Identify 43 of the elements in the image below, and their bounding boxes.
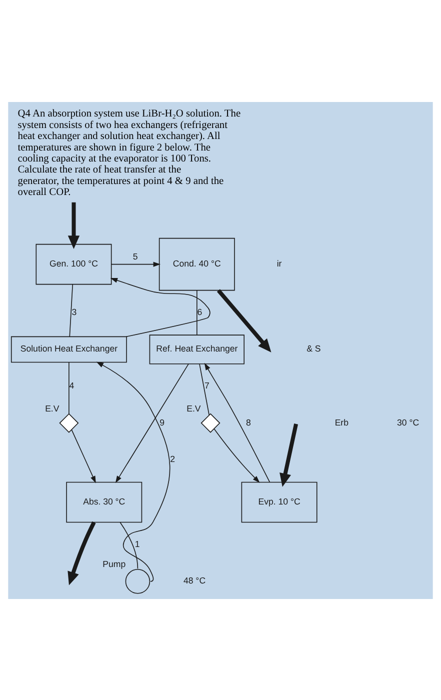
connector [120, 522, 138, 568]
arrow [71, 428, 96, 483]
label: Erb [334, 416, 348, 427]
edge-label: 3 [72, 306, 77, 316]
edge-label: 9 [160, 416, 165, 427]
connector [68, 362, 70, 414]
label: 30 °C [397, 416, 420, 427]
arrow [96, 361, 170, 582]
connector [199, 363, 210, 415]
arrow [204, 362, 270, 482]
arrow [214, 428, 260, 482]
node-box: Abs. 30 °C [66, 481, 142, 522]
node-label: E.V [45, 402, 60, 413]
node-circle [125, 568, 150, 594]
node-valve [59, 412, 79, 432]
node-box: Ref. Heat Exchanger [149, 334, 244, 364]
label: ir [276, 258, 282, 268]
node-box: Gen. 100 °C [36, 243, 112, 284]
edge-label: 1 [134, 538, 140, 548]
node-label: Pump [102, 558, 126, 568]
node-valve [200, 412, 220, 432]
arrow [110, 277, 210, 337]
label: & S [306, 343, 321, 354]
node-box: Evp. 10 °C [241, 481, 318, 522]
edge-label: 2 [170, 454, 175, 464]
node-box: Cond. 40 °C [158, 237, 235, 290]
connector [69, 284, 74, 337]
edge-label: 5 [132, 250, 138, 261]
diagram-title: Q4 An absorption system use LiBr-H₂O solution. The system consists of two hea exchangers (refrigerant heat exchanger and solution heat exchanger). All temperatures are shown in figure 2 below. The cooling capacity at the evaporator is 100 Tons. Calculate the rate of heat transfer at the generator, the temperatures at point 4 & 9 and the overall COP. [18, 108, 241, 198]
arrow [216, 288, 272, 352]
label: 48 °C [183, 575, 206, 586]
arrow [68, 202, 80, 248]
edge-label: 7 [204, 380, 210, 390]
edge-label: 4 [69, 380, 74, 390]
node-box: Solution Heat Exchanger [10, 336, 127, 362]
arrow [280, 422, 298, 486]
arrow [110, 261, 161, 266]
edge-label: 8 [246, 416, 251, 427]
arrow [68, 520, 96, 585]
connector [196, 290, 198, 335]
edge-label: 6 [197, 306, 202, 316]
arrow [115, 363, 189, 483]
node-label: E.V [186, 402, 201, 413]
